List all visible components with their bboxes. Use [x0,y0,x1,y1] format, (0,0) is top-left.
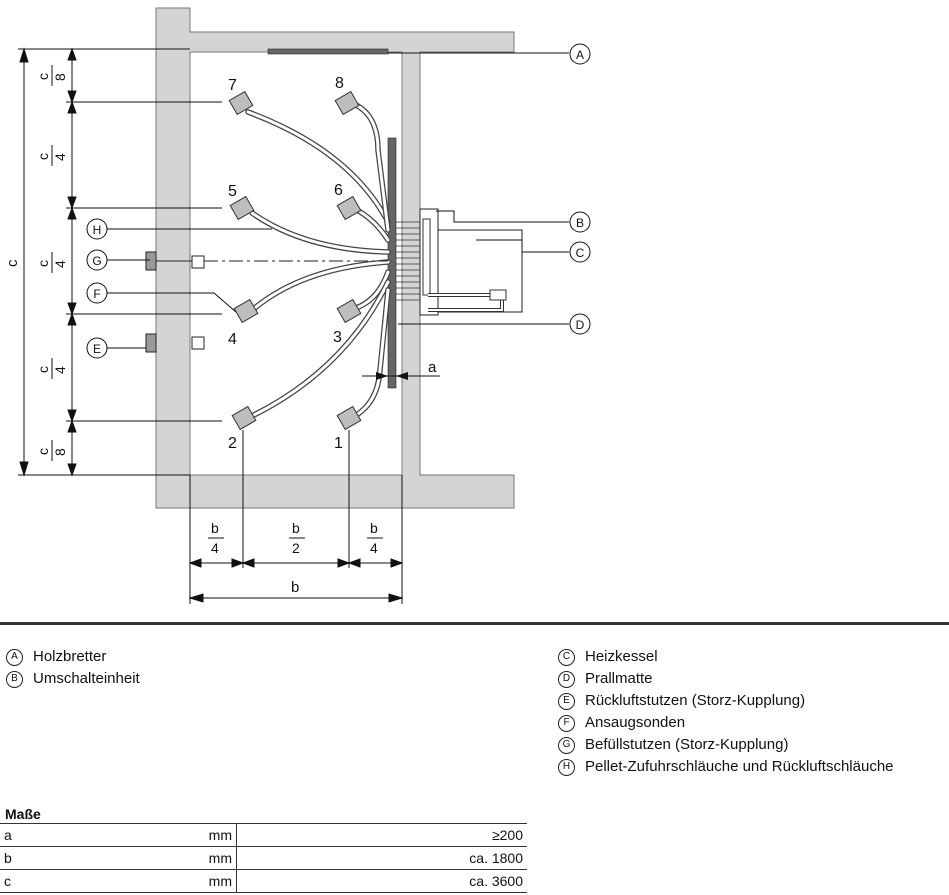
svg-text:C: C [576,246,585,260]
svg-text:H: H [93,223,102,237]
dimensions-table: a mm ≥200 b mm ca. 1800 c mm ca. 3600 [0,823,527,893]
vertical-dimensions [18,47,222,477]
svg-text:c: c [35,260,51,267]
svg-text:4: 4 [370,540,378,556]
svg-text:b: b [370,520,378,536]
svg-text:D: D [576,318,585,332]
boiler-group [396,208,523,316]
callout-d: D [569,313,591,335]
probe-label-3: 3 [333,329,342,346]
svg-text:2: 2 [292,540,300,556]
callout-h: H [86,218,108,240]
svg-text:b: b [292,520,300,536]
table-row: b mm ca. 1800 [0,846,527,870]
dim-c8-top: c 8 [35,65,68,86]
callout-g: G [86,249,108,271]
svg-text:c: c [35,153,51,160]
svg-text:B: B [576,216,584,230]
callout-leaders [107,52,569,349]
dim-c8-bottom: c 8 [35,440,68,461]
probe-label-8: 8 [335,75,344,92]
callout-c: C [569,241,591,263]
svg-text:4: 4 [211,540,219,556]
svg-text:A: A [576,48,584,62]
separator-line [0,622,949,625]
svg-text:F: F [93,287,100,301]
hoses [245,101,391,419]
svg-text:4: 4 [52,153,68,161]
dim-a: a [362,359,440,380]
probe-label-1: 1 [334,435,343,452]
svg-text:b: b [211,520,219,536]
svg-text:G: G [92,254,101,268]
callout-a: A [569,43,591,65]
coupling-e [145,333,205,353]
probe-label-2: 2 [228,435,237,452]
dim-b4-left: b 4 [208,520,224,556]
svg-text:4: 4 [52,260,68,268]
probe-label-5: 5 [228,183,237,200]
dim-b4-right: b 4 [367,520,383,556]
svg-text:c: c [35,73,51,80]
probe-label-4: 4 [228,331,237,348]
coupling-g [145,251,205,271]
probe-label-7: 7 [228,77,237,94]
dim-c-label: c [4,259,21,267]
table-row: a mm ≥200 [0,823,527,847]
table-row: c mm ca. 3600 [0,869,527,893]
probe-label-6: 6 [334,182,343,199]
dim-b-label: b [291,579,299,596]
svg-text:8: 8 [52,448,68,456]
dim-c4-1: c 4 [35,145,68,166]
svg-text:8: 8 [52,73,68,81]
wood-boards [267,48,389,55]
svg-text:c: c [35,366,51,373]
dimensions-table-title: Maße [5,806,41,822]
suction-probes [228,90,362,431]
dim-c4-3: c 4 [35,358,68,379]
svg-text:4: 4 [52,366,68,374]
svg-text:c: c [35,448,51,455]
svg-text:a: a [428,359,437,376]
callout-b: B [569,211,591,233]
callout-f: F [86,282,108,304]
dim-c4-2: c 4 [35,252,68,273]
svg-text:E: E [93,342,101,356]
storage-room-diagram: 7 8 5 6 4 3 2 1 c c [4,7,591,604]
horizontal-dimensions [188,430,404,604]
dim-b2: b 2 [289,520,305,556]
callout-e: E [86,337,108,359]
